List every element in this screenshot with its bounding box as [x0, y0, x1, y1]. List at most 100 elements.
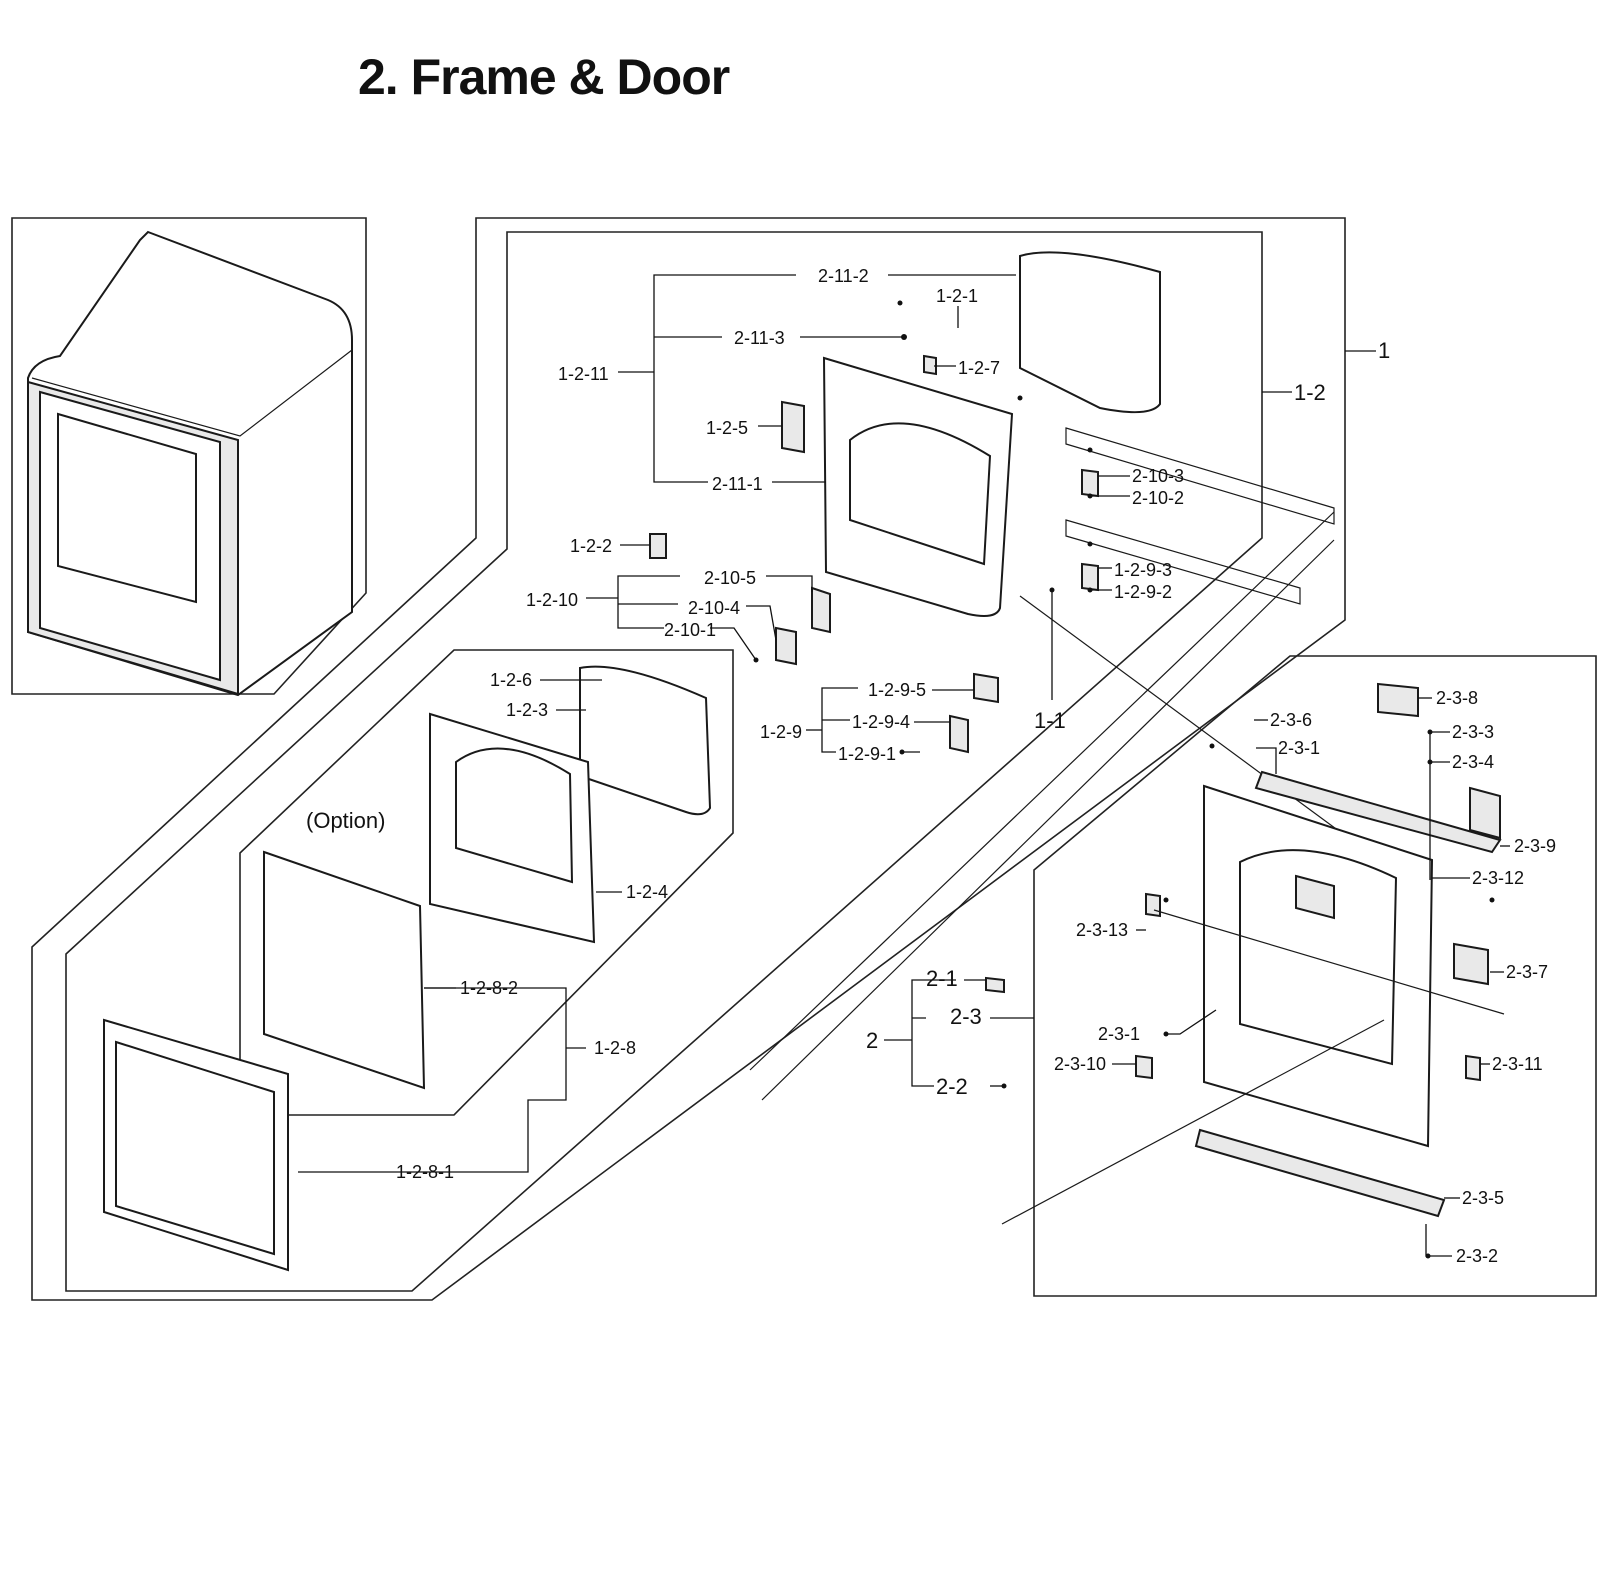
label-2-11-3: 2-11-3	[734, 328, 785, 348]
leader-2-10-1	[710, 627, 757, 661]
part-labels: 2-11-2 1-2-1 2-11-3 1-2-7 1-2-11 1 1-2 1…	[306, 266, 1556, 1266]
label-2-10-2: 2-10-2	[1132, 488, 1184, 508]
assembly-line-5	[1001, 1019, 1385, 1225]
hinge-2-10-3	[1081, 468, 1099, 498]
label-1: 1	[1378, 338, 1390, 363]
label-1-2-2: 1-2-2	[570, 536, 612, 556]
clip-2-3-13	[1145, 892, 1161, 918]
label-2-10-1: 2-10-1	[664, 620, 716, 640]
screw-dot	[1163, 897, 1169, 903]
front-frame-assembly	[985, 682, 1505, 1225]
label-1-2-9: 1-2-9	[760, 722, 802, 742]
leader-2-10-4	[746, 605, 777, 641]
leader-2-3-3	[1429, 731, 1450, 880]
door-gasket-2-11-2	[1019, 251, 1161, 414]
leader-2-3-2	[1425, 1224, 1452, 1257]
label-2-3-2: 2-3-2	[1456, 1246, 1498, 1266]
diagram-title: 2. Frame & Door	[358, 49, 730, 105]
top-bar-2-3-9	[1254, 770, 1502, 854]
bracket-right-upper	[1469, 786, 1501, 840]
gasket-1-2-6	[579, 665, 712, 816]
leader-1-2-10-bracket	[617, 575, 680, 629]
label-1-1: 1-1	[1034, 708, 1066, 733]
hinge-1-2-9-3	[1081, 562, 1099, 592]
leader-2-3-1a	[1256, 747, 1277, 774]
label-1-2-10: 1-2-10	[526, 590, 578, 610]
door-panel-1-2-8-1-inner	[115, 1040, 275, 1256]
label-1-2-7: 1-2-7	[958, 358, 1000, 378]
label-2-10-5: 2-10-5	[704, 568, 756, 588]
label-2-10-3: 2-10-3	[1132, 466, 1184, 486]
screw-dot	[899, 749, 905, 755]
label-1-2-1: 1-2-1	[936, 286, 978, 306]
label-1-2-9-2: 1-2-9-2	[1114, 582, 1172, 602]
screw-dot	[1163, 1031, 1169, 1037]
leader-1-2-8-bracket	[298, 987, 586, 1173]
label-2-3-11: 2-3-11	[1492, 1054, 1543, 1074]
frame-assembly-2-3	[1033, 655, 1597, 1297]
leader-lines	[298, 274, 1510, 1257]
screw-dot	[1087, 493, 1093, 499]
door-track-b	[1065, 519, 1301, 605]
label-1-2-3: 1-2-3	[506, 700, 548, 720]
screw-dot	[1427, 729, 1433, 735]
label-1-2-9-3: 1-2-9-3	[1114, 560, 1172, 580]
front-opening	[1239, 849, 1398, 1066]
screw-dot	[1001, 1083, 1007, 1089]
label-1-2-9-4: 1-2-9-4	[852, 712, 910, 732]
label-2-11-1: 2-11-1	[712, 474, 763, 494]
screw-dot	[1489, 897, 1495, 903]
label-2-3-8: 2-3-8	[1436, 688, 1478, 708]
frame-option-door	[239, 649, 734, 1116]
leader-2-3-1b	[1164, 1009, 1217, 1035]
hinge-1-2-5	[781, 400, 805, 454]
label-2-3-13: 2-3-13	[1076, 920, 1128, 940]
clip-2-3-10	[1135, 1054, 1153, 1080]
assembly-line-3	[761, 539, 1335, 1101]
screw-dot	[897, 300, 903, 306]
label-2-3-9: 2-3-9	[1514, 836, 1556, 856]
label-2-3-7: 2-3-7	[1506, 962, 1548, 982]
bottom-bar-2-3-5	[1194, 1128, 1446, 1218]
hinge-2-10-4	[775, 626, 797, 666]
label-1-2-11: 1-2-11	[558, 364, 609, 384]
option-door-parts	[103, 665, 712, 1272]
door-panel-1-2-8-2	[263, 850, 426, 1090]
label-2-3-3: 2-3-3	[1452, 722, 1494, 742]
screw-dot	[901, 334, 907, 340]
leader-2-10-5	[766, 575, 813, 592]
section-frames	[11, 217, 1597, 1301]
part-2-1	[985, 976, 1005, 994]
label-1-2-6: 1-2-6	[490, 670, 532, 690]
label-2-3-5: 2-3-5	[1462, 1188, 1504, 1208]
label-2-3: 2-3	[950, 1004, 982, 1029]
bracket-1-2-2	[649, 533, 667, 559]
assembly-line-4	[1153, 909, 1505, 1015]
label-1-2-8-2: 1-2-8-2	[460, 978, 518, 998]
bracket-2-3-7	[1453, 942, 1489, 986]
door-window-opening	[849, 422, 992, 566]
label-2-3-4: 2-3-4	[1452, 752, 1494, 772]
frame-assembly-1-2	[65, 231, 1263, 1292]
door-frame-assembly	[649, 251, 1401, 1101]
label-2-3-6: 2-3-6	[1270, 710, 1312, 730]
bracket-2-3-8	[1377, 682, 1419, 718]
frame-overview	[11, 217, 367, 695]
door-track-a	[1065, 427, 1335, 525]
label-2-1: 2-1	[926, 966, 958, 991]
leader-1-2-9-bracket	[821, 687, 858, 753]
label-2-2: 2-2	[936, 1074, 968, 1099]
dryer-top-edge	[31, 349, 353, 437]
screw-dot	[1017, 395, 1023, 401]
hinge-1-2-9-4	[949, 714, 969, 754]
label-1-2: 1-2	[1294, 380, 1326, 405]
label-1-2-8-1: 1-2-8-1	[396, 1162, 454, 1182]
hinge-1-2-9-5	[973, 672, 999, 704]
clip-2-3-11	[1465, 1054, 1481, 1082]
door-frame-window	[455, 747, 574, 884]
screw-dot	[1087, 447, 1093, 453]
hinge-2-3-mid	[1295, 874, 1335, 920]
screw-dot	[1209, 743, 1215, 749]
screw-dot	[1049, 587, 1055, 593]
